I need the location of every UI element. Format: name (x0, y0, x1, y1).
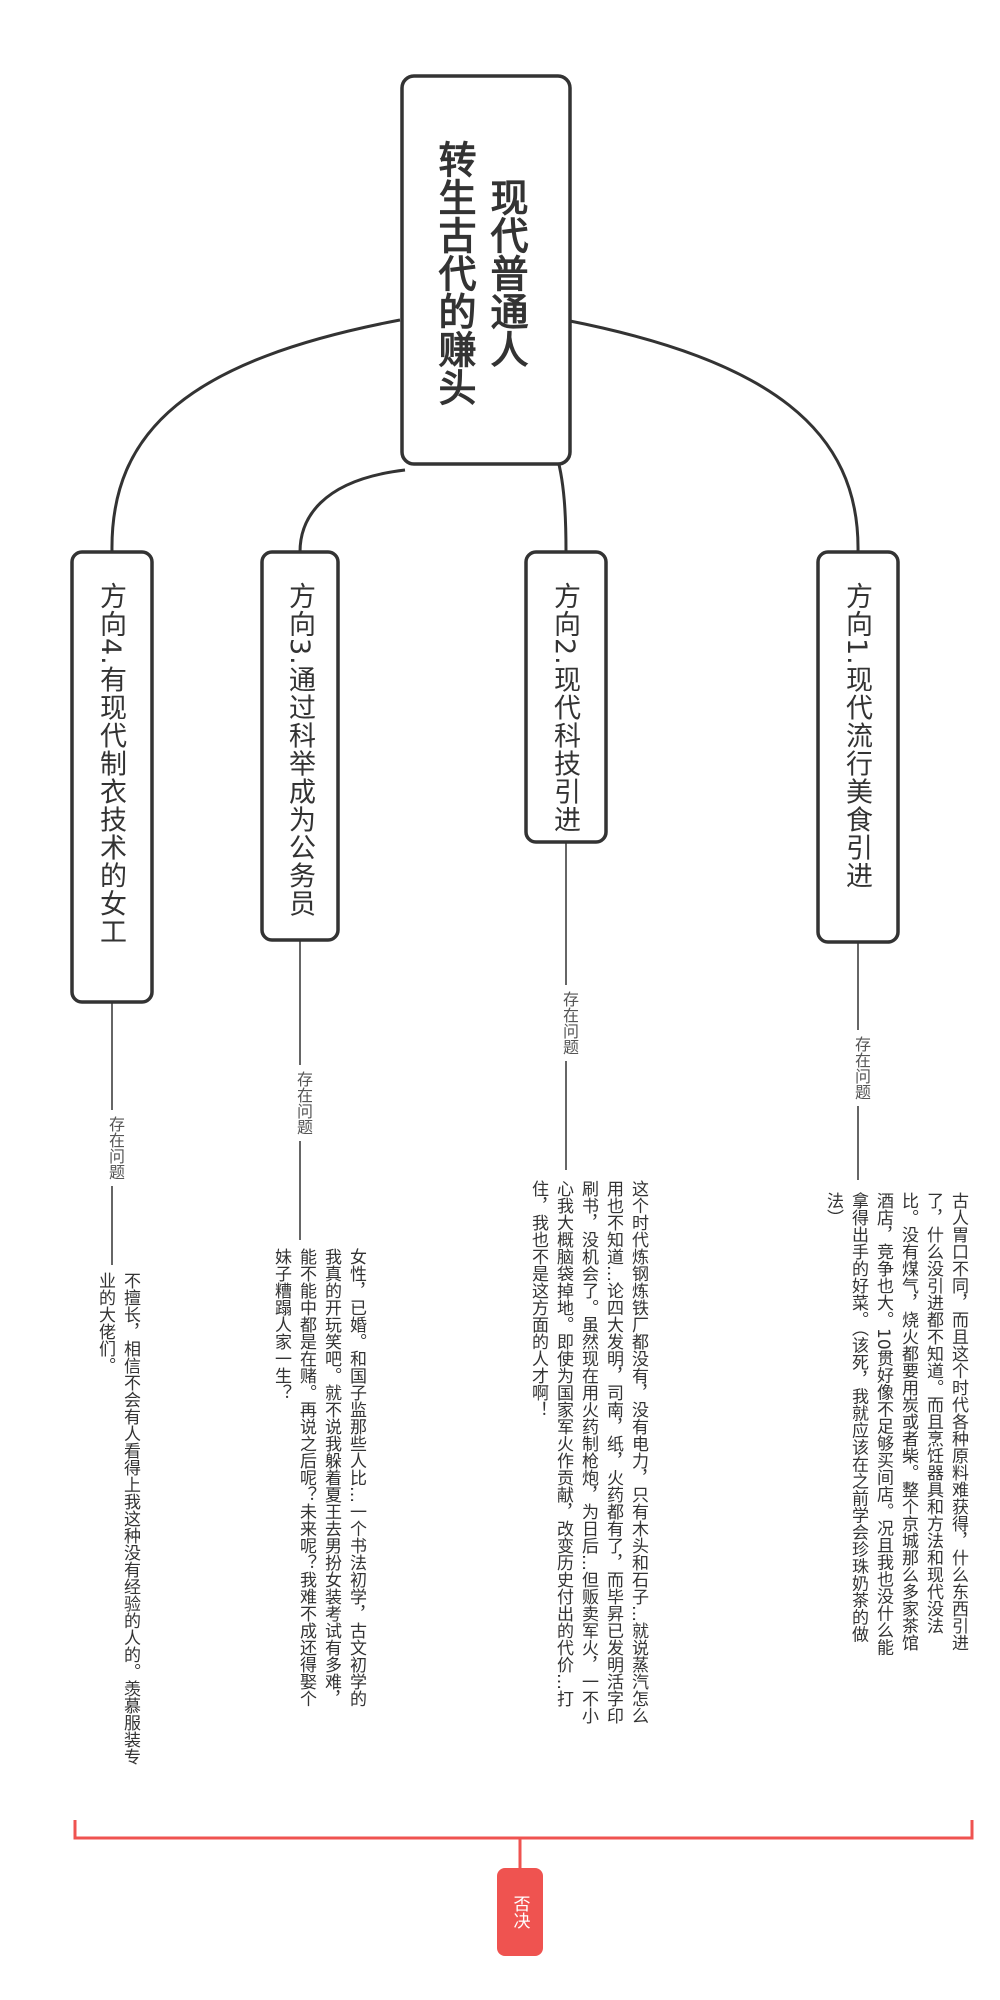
branch-title-3: 方向3.通过科举成为公务员 (284, 582, 315, 918)
problem-label-2: 存在问题 (557, 985, 581, 1061)
connector-root-branch-4 (110, 318, 401, 553)
branch-title-2: 方向2.现代科技引进 (549, 582, 580, 834)
root-box[interactable] (400, 74, 572, 466)
verdict-badge[interactable]: 否决 (497, 1868, 543, 1956)
problem-text-3: 女性，已婚。和国子监那些人比…一个书法初学，古文初学的我真的开玩笑吧。就不说我躲… (271, 1248, 366, 1707)
root-title-line2: 转生古代的赚头 (432, 140, 476, 406)
root-title-line1: 现代普通人 (484, 178, 528, 368)
verdict-bracket (73, 1820, 974, 1840)
problem-text-1: 古人胃口不同，而且这个时代各种原料难获得，什么东西引进了，什么没引进都不知道。而… (823, 1192, 968, 1656)
problem-label-4: 存在问题 (103, 1110, 127, 1186)
problem-label-1: 存在问题 (849, 1030, 873, 1106)
branch-title-4: 方向4.有现代制衣技术的女工 (95, 582, 126, 946)
root-title: 现代普通人 转生古代的赚头 (428, 118, 532, 428)
problem-label-3: 存在问题 (291, 1065, 315, 1141)
problem-text-2: 这个时代炼钢炼铁厂都没有，没有电力，只有木头和石子…就说蒸汽怎么用也不知道…论四… (528, 1180, 648, 1724)
problem-text-4: 不擅长，相信不会有人看得上我这种没有经验的人的。羡慕服装专业的大佬们。 (95, 1272, 140, 1765)
branch-title-1: 方向1.现代流行美食引进 (841, 582, 872, 890)
verdict-label: 否决 (509, 1895, 530, 1929)
connector-root-branch-1 (564, 318, 860, 553)
connector-root-branch-3 (298, 468, 406, 553)
